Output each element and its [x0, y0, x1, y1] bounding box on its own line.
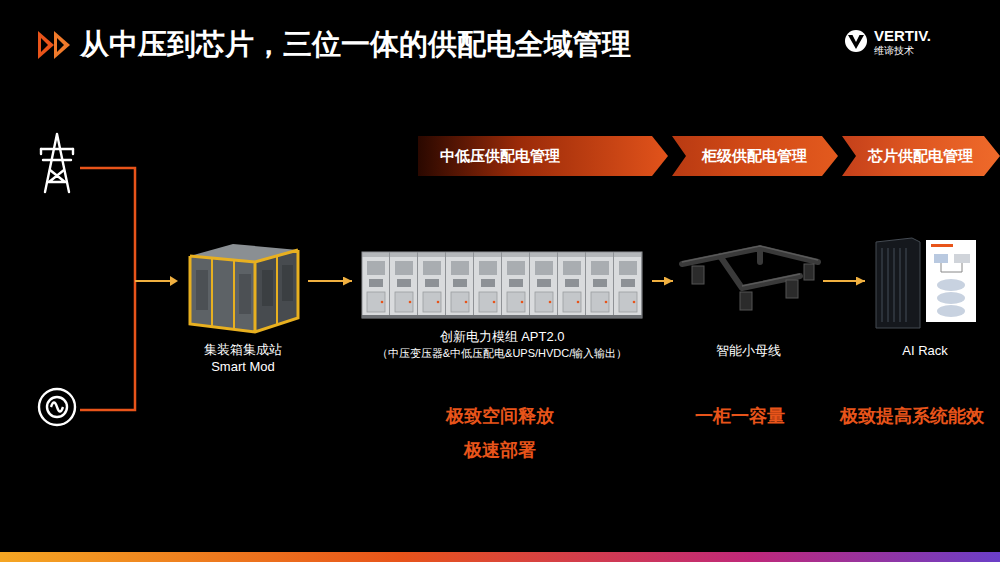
flow-arrow — [823, 280, 865, 282]
feed-arrowhead — [170, 276, 178, 286]
band-label: 中低压供配电管理 — [440, 146, 560, 166]
tap-off-box — [786, 280, 798, 298]
container-vent — [282, 265, 293, 301]
sheet-disk — [937, 292, 965, 304]
equipment-caption: 智能小母线 — [716, 343, 781, 360]
container-posts — [212, 256, 277, 329]
generator-icon — [39, 389, 75, 425]
chevron — [38, 31, 54, 59]
flow-arrow — [652, 280, 673, 282]
feed-arrow-line — [135, 280, 170, 282]
logo-icon — [845, 30, 867, 52]
equipment-caption: Smart Mod — [211, 359, 275, 376]
band-arrow — [672, 136, 838, 176]
sheet-header — [931, 244, 953, 247]
title-chevrons — [38, 31, 70, 59]
tower-insulators — [41, 149, 73, 154]
sheet-disk — [937, 279, 965, 291]
generator-core — [47, 397, 67, 417]
logo-disc — [845, 30, 867, 52]
flow-arrow — [308, 280, 352, 282]
equipment-block: 创新电力模组 APT2.0（中压变压器&中低压配电&UPS/HVDC/输入输出） — [352, 245, 652, 362]
power-tower-icon — [41, 134, 73, 192]
ai-rack-picture — [876, 238, 976, 328]
tower-arms — [41, 149, 73, 160]
band-label: 芯片供配电管理 — [868, 146, 973, 166]
busbar-picture — [682, 246, 818, 310]
generator-ring — [39, 389, 75, 425]
equipment-block: AI Rack — [865, 232, 985, 362]
generator-wave — [51, 403, 63, 412]
sheet-disk — [937, 305, 965, 317]
benefit-note: 极致空间释放 — [446, 406, 554, 428]
feed-line — [80, 168, 135, 410]
benefit-note: 一柜一容量 — [695, 406, 785, 428]
band-label: 柜级供配电管理 — [702, 146, 807, 166]
equipment-block: 集装箱集成站Smart Mod — [178, 232, 308, 378]
band-arrow — [842, 136, 1000, 176]
logo-v — [848, 35, 864, 49]
tap-off-box — [804, 264, 814, 280]
cabinet-row — [362, 252, 642, 318]
container-frame — [190, 250, 298, 332]
sheet-block — [954, 254, 970, 263]
tower-legs — [45, 134, 69, 192]
container-front — [190, 256, 255, 332]
stage-band: 中低压供配电管理 — [418, 136, 668, 176]
equipment-caption: 创新电力模组 APT2.0 — [440, 329, 565, 346]
bottom-bar — [0, 552, 1000, 562]
band-arrow — [418, 136, 668, 176]
equipment-caption: AI Rack — [902, 343, 948, 360]
equipment-block: 智能小母线 — [673, 232, 823, 362]
chevron-cut — [57, 38, 64, 52]
tower-bracing — [48, 170, 66, 182]
logo-subtitle: 维谛技术 — [874, 45, 914, 57]
sheet-lines — [941, 263, 962, 272]
cabinet-outline — [362, 252, 642, 318]
equipment-caption: （中压变压器&中低压配电&UPS/HVDC/输入输出） — [377, 346, 628, 360]
chevron-cut — [41, 38, 48, 52]
benefit-note: 极致提高系统能效 — [840, 406, 984, 428]
rack-vents — [882, 248, 906, 322]
container-door — [196, 270, 208, 310]
benefit-note: 极速部署 — [464, 440, 536, 462]
sheet-block — [934, 254, 948, 263]
container-door — [239, 274, 251, 314]
rack-sheet — [926, 240, 976, 322]
cabinet-plinth — [362, 315, 642, 318]
container-vent — [262, 270, 273, 306]
equipment-caption: 集装箱集成站 — [204, 342, 282, 359]
tap-off-box — [740, 292, 752, 310]
container-station-picture — [190, 244, 298, 332]
stage-band: 柜级供配电管理 — [672, 136, 838, 176]
chevron — [54, 31, 70, 59]
logo-wordmark: VERTIV. — [874, 27, 931, 45]
tap-off-box — [692, 266, 704, 284]
rack-body — [876, 238, 920, 328]
power-module-picture — [362, 252, 642, 318]
stage-band: 芯片供配电管理 — [842, 136, 1000, 176]
slide-title: 从中压到芯片，三位一体的供配电全域管理 — [80, 27, 631, 62]
